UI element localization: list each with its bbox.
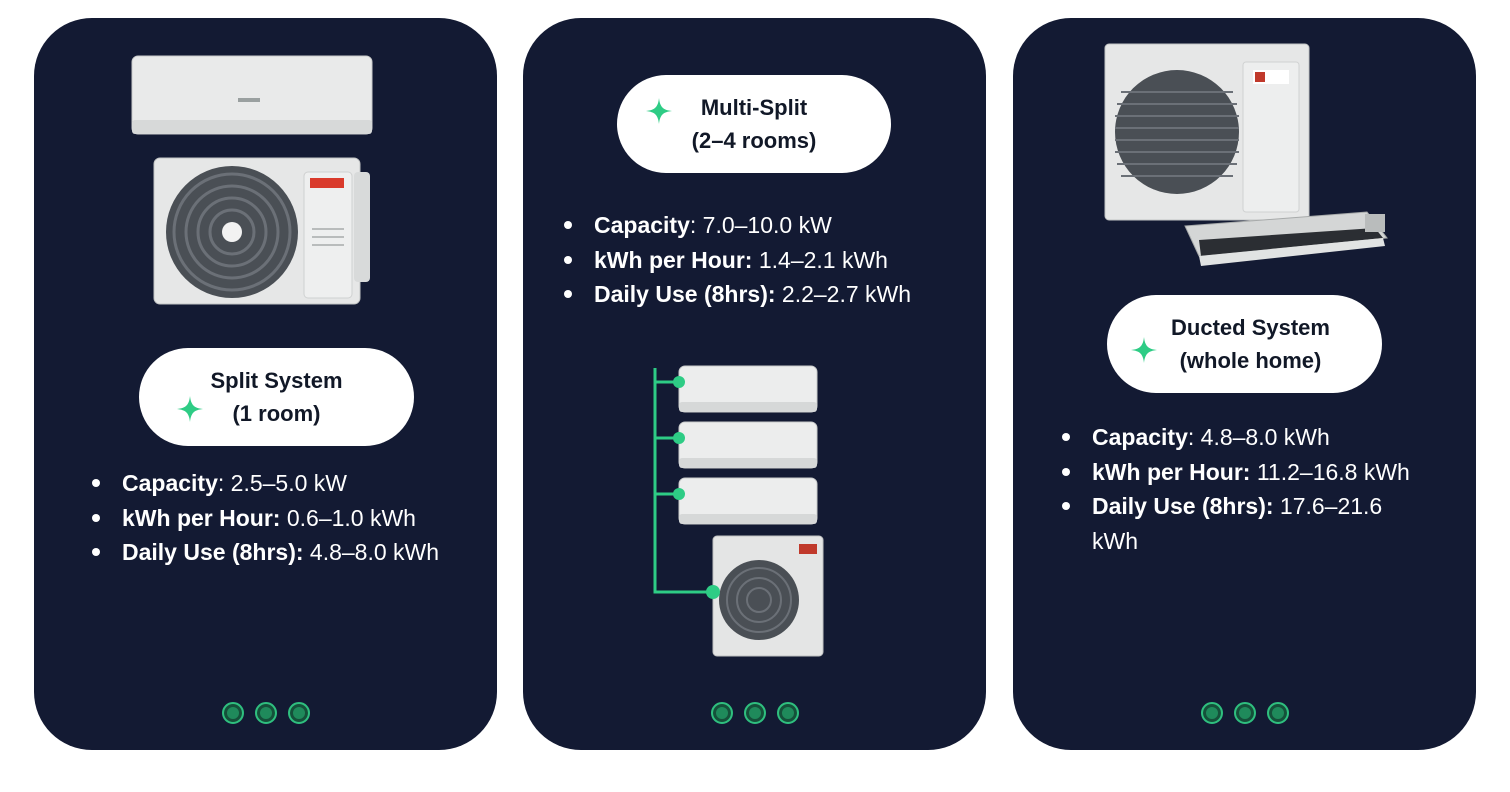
card-title-line2: (1 room) — [232, 401, 321, 426]
spec-item-capacity: Capacity: 7.0–10.0 kW — [560, 208, 911, 243]
spec-item-kwh-per-hour: kWh per Hour: 11.2–16.8 kWh — [1058, 455, 1458, 490]
carousel-dot-3[interactable] — [776, 702, 799, 724]
card-title-line1: Multi-Split — [700, 95, 808, 120]
card-title-line1: Ducted System — [1171, 315, 1330, 340]
product-card-ducted-system: Ducted System (whole home) Capacity: 4.8… — [1013, 18, 1476, 750]
sparkle-icon — [177, 396, 203, 422]
spec-list: Capacity: 2.5–5.0 kW kWh per Hour: 0.6–1… — [88, 466, 439, 570]
carousel-dots — [34, 702, 497, 724]
spec-item-daily-use: Daily Use (8hrs): 17.6–21.6 kWh — [1058, 489, 1422, 558]
carousel-dots — [523, 702, 986, 724]
spec-item-kwh-per-hour: kWh per Hour: 0.6–1.0 kWh — [88, 501, 439, 536]
carousel-dot-3[interactable] — [1266, 702, 1289, 724]
card-title-line2: (2–4 rooms) — [691, 128, 817, 153]
carousel-dot-2[interactable] — [743, 702, 766, 724]
sparkle-icon — [646, 98, 672, 124]
spec-item-kwh-per-hour: kWh per Hour: 1.4–2.1 kWh — [560, 243, 911, 278]
carousel-dot-2[interactable] — [254, 702, 277, 724]
carousel-dots — [1013, 702, 1476, 724]
carousel-dot-2[interactable] — [1233, 702, 1256, 724]
spec-item-daily-use: Daily Use (8hrs): 4.8–8.0 kWh — [88, 535, 439, 570]
carousel-dot-1[interactable] — [710, 702, 733, 724]
card-title-line2: (whole home) — [1179, 348, 1322, 373]
spec-list: Capacity: 4.8–8.0 kWh kWh per Hour: 11.2… — [1058, 420, 1458, 558]
spec-list: Capacity: 7.0–10.0 kW kWh per Hour: 1.4–… — [560, 208, 911, 312]
ducted-system-image — [1104, 43, 1388, 266]
carousel-dot-3[interactable] — [287, 702, 310, 724]
pill-multi-split: Multi-Split (2–4 rooms) — [617, 75, 891, 173]
sparkle-icon — [1131, 337, 1157, 363]
pill-split-system: Split System (1 room) — [139, 348, 414, 446]
split-system-image — [131, 55, 373, 305]
spec-item-daily-use: Daily Use (8hrs): 2.2–2.7 kWh — [560, 277, 911, 312]
carousel-dot-1[interactable] — [221, 702, 244, 724]
multi-split-diagram — [653, 365, 824, 657]
carousel-dot-1[interactable] — [1200, 702, 1223, 724]
pill-ducted-system: Ducted System (whole home) — [1107, 295, 1382, 393]
spec-item-capacity: Capacity: 4.8–8.0 kWh — [1058, 420, 1458, 455]
spec-item-capacity: Capacity: 2.5–5.0 kW — [88, 466, 439, 501]
card-title-line1: Split System — [210, 368, 343, 393]
product-card-multi-split: Multi-Split (2–4 rooms) Capacity: 7.0–10… — [523, 18, 986, 750]
product-card-split-system: Split System (1 room) Capacity: 2.5–5.0 … — [34, 18, 497, 750]
